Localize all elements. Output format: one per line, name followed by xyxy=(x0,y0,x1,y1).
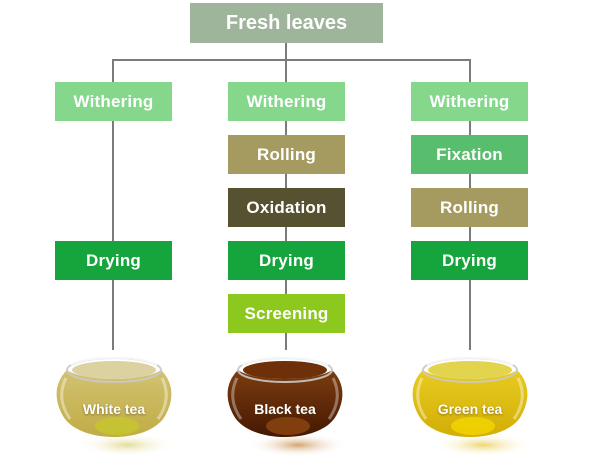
tea-glow xyxy=(95,417,139,435)
green-tea-step-fixation: Fixation xyxy=(411,135,528,174)
fresh-leaves-node: Fresh leaves xyxy=(190,3,383,43)
black-tea-cup-image xyxy=(227,356,348,457)
cup-shadow xyxy=(248,433,348,457)
black-tea-step-oxidation: Oxidation xyxy=(228,188,345,227)
green-tea-label: Green tea xyxy=(437,401,503,417)
glass-highlight-left xyxy=(60,377,72,420)
glass-highlight-right xyxy=(327,377,339,420)
tea-glow xyxy=(266,417,310,435)
tea-surface xyxy=(428,361,512,379)
rim-highlight xyxy=(70,356,158,366)
black-tea-step-rolling: Rolling xyxy=(228,135,345,174)
glass-highlight-right xyxy=(512,377,524,420)
green-tea-cup-image xyxy=(412,356,533,457)
tea-surface xyxy=(243,361,327,379)
black-tea-step-drying: Drying xyxy=(228,241,345,280)
cup-shadow xyxy=(433,433,533,457)
white-tea-label: White tea xyxy=(82,401,146,417)
tea-surface xyxy=(72,361,156,379)
rim-highlight xyxy=(241,356,329,366)
glass-highlight-left xyxy=(416,377,428,420)
black-tea-step-withering: Withering xyxy=(228,82,345,121)
black-tea-label: Black tea xyxy=(254,401,316,417)
branch-horizontal-connector xyxy=(112,59,471,61)
black-tea-step-screening: Screening xyxy=(228,294,345,333)
white-tea-step-withering: Withering xyxy=(55,82,172,121)
cup-bowl xyxy=(412,370,528,437)
white-tea-step-drying: Drying xyxy=(55,241,172,280)
cup-bowl xyxy=(56,370,172,437)
green-tea-step-withering: Withering xyxy=(411,82,528,121)
green-tea-step-drying: Drying xyxy=(411,241,528,280)
cup-shadow xyxy=(77,433,177,457)
root-stub-connector xyxy=(285,43,287,61)
green-tea-step-rolling: Rolling xyxy=(411,188,528,227)
tea-glow xyxy=(451,417,495,435)
glass-highlight-right xyxy=(156,377,168,420)
rim-highlight xyxy=(426,356,514,366)
glass-highlight-left xyxy=(231,377,243,420)
white-tea-cup-image xyxy=(56,356,177,457)
white-tea-column-connector xyxy=(112,59,114,350)
cup-bowl xyxy=(227,370,343,437)
